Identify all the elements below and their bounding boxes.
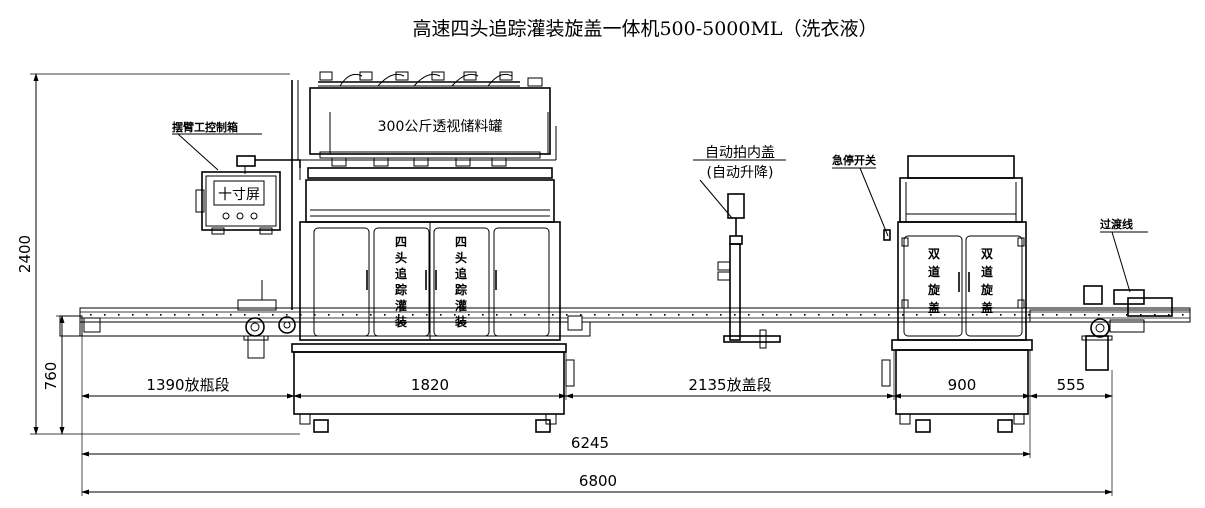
svg-text:四: 四 [455, 235, 467, 249]
svg-text:双: 双 [928, 247, 940, 261]
svg-text:追: 追 [395, 266, 408, 281]
svg-text:头: 头 [395, 250, 407, 265]
svg-text:道: 道 [981, 264, 993, 279]
tank-label: 300公斤透视储料罐 [378, 119, 503, 135]
filling-machine: 300公斤透视储料罐 [291, 71, 575, 433]
svg-text:旋: 旋 [927, 282, 941, 297]
svg-text:旋: 旋 [980, 282, 994, 297]
svg-text:四: 四 [395, 235, 407, 249]
dim-seg-capping: 900 [948, 376, 977, 394]
svg-text:道: 道 [928, 264, 940, 279]
svg-text:装: 装 [394, 314, 407, 329]
estop-label: 急停开关 [832, 153, 876, 167]
dim-seg-bottle: 1390放瓶段 [146, 376, 229, 394]
svg-text:踪: 踪 [455, 282, 467, 297]
capping-door-right-text: 双 道 旋 盖 [980, 247, 994, 315]
control-box: 摆臂工控制箱 十寸屏 [172, 120, 301, 235]
svg-text:踪: 踪 [395, 282, 407, 297]
svg-text:头: 头 [455, 250, 467, 265]
transition-label: 过渡线 [1100, 217, 1133, 231]
capping-door-left-text: 双 道 旋 盖 [927, 247, 941, 315]
dim-seg-cap: 2135放盖段 [688, 376, 771, 394]
capping-machine: 急停开关 [832, 153, 1033, 433]
auto-cap-unit: 自动拍内盖 (自动升降) [693, 145, 786, 349]
svg-text:灌: 灌 [394, 298, 407, 313]
dimension-texts: 2400 760 1390放瓶段 1820 2135放盖段 900 555 62… [16, 235, 1085, 490]
filling-door-right-text: 四 头 追 踪 灌 装 [454, 235, 468, 329]
dim-seg-filling: 1820 [411, 376, 449, 394]
control-box-label: 摆臂工控制箱 [172, 120, 238, 134]
screen-label: 十寸屏 [218, 187, 260, 203]
bottle-table-drive [237, 280, 296, 359]
dim-seg-transition: 555 [1057, 376, 1086, 394]
conveyor [59, 307, 1191, 337]
dim-total-6800: 6800 [579, 472, 617, 490]
svg-text:装: 装 [454, 314, 467, 329]
svg-text:追: 追 [455, 266, 468, 281]
svg-text:灌: 灌 [454, 298, 467, 313]
dim-total-6245: 6245 [571, 434, 609, 452]
dimension-lines [30, 73, 1113, 496]
auto-cap-label-2: (自动升降) [707, 165, 774, 181]
svg-text:盖: 盖 [981, 300, 993, 315]
svg-text:双: 双 [981, 247, 993, 261]
svg-text:盖: 盖 [928, 300, 940, 315]
auto-cap-label-1: 自动拍内盖 [705, 145, 775, 161]
dim-overall-height: 2400 [16, 235, 34, 273]
transition-line: 过渡线 [1081, 217, 1173, 371]
filling-door-left-text: 四 头 追 踪 灌 装 [394, 235, 408, 329]
drawing-title: 高速四头追踪灌装旋盖一体机500-5000ML（洗衣液） [412, 18, 877, 40]
dim-table-height: 760 [42, 362, 60, 391]
